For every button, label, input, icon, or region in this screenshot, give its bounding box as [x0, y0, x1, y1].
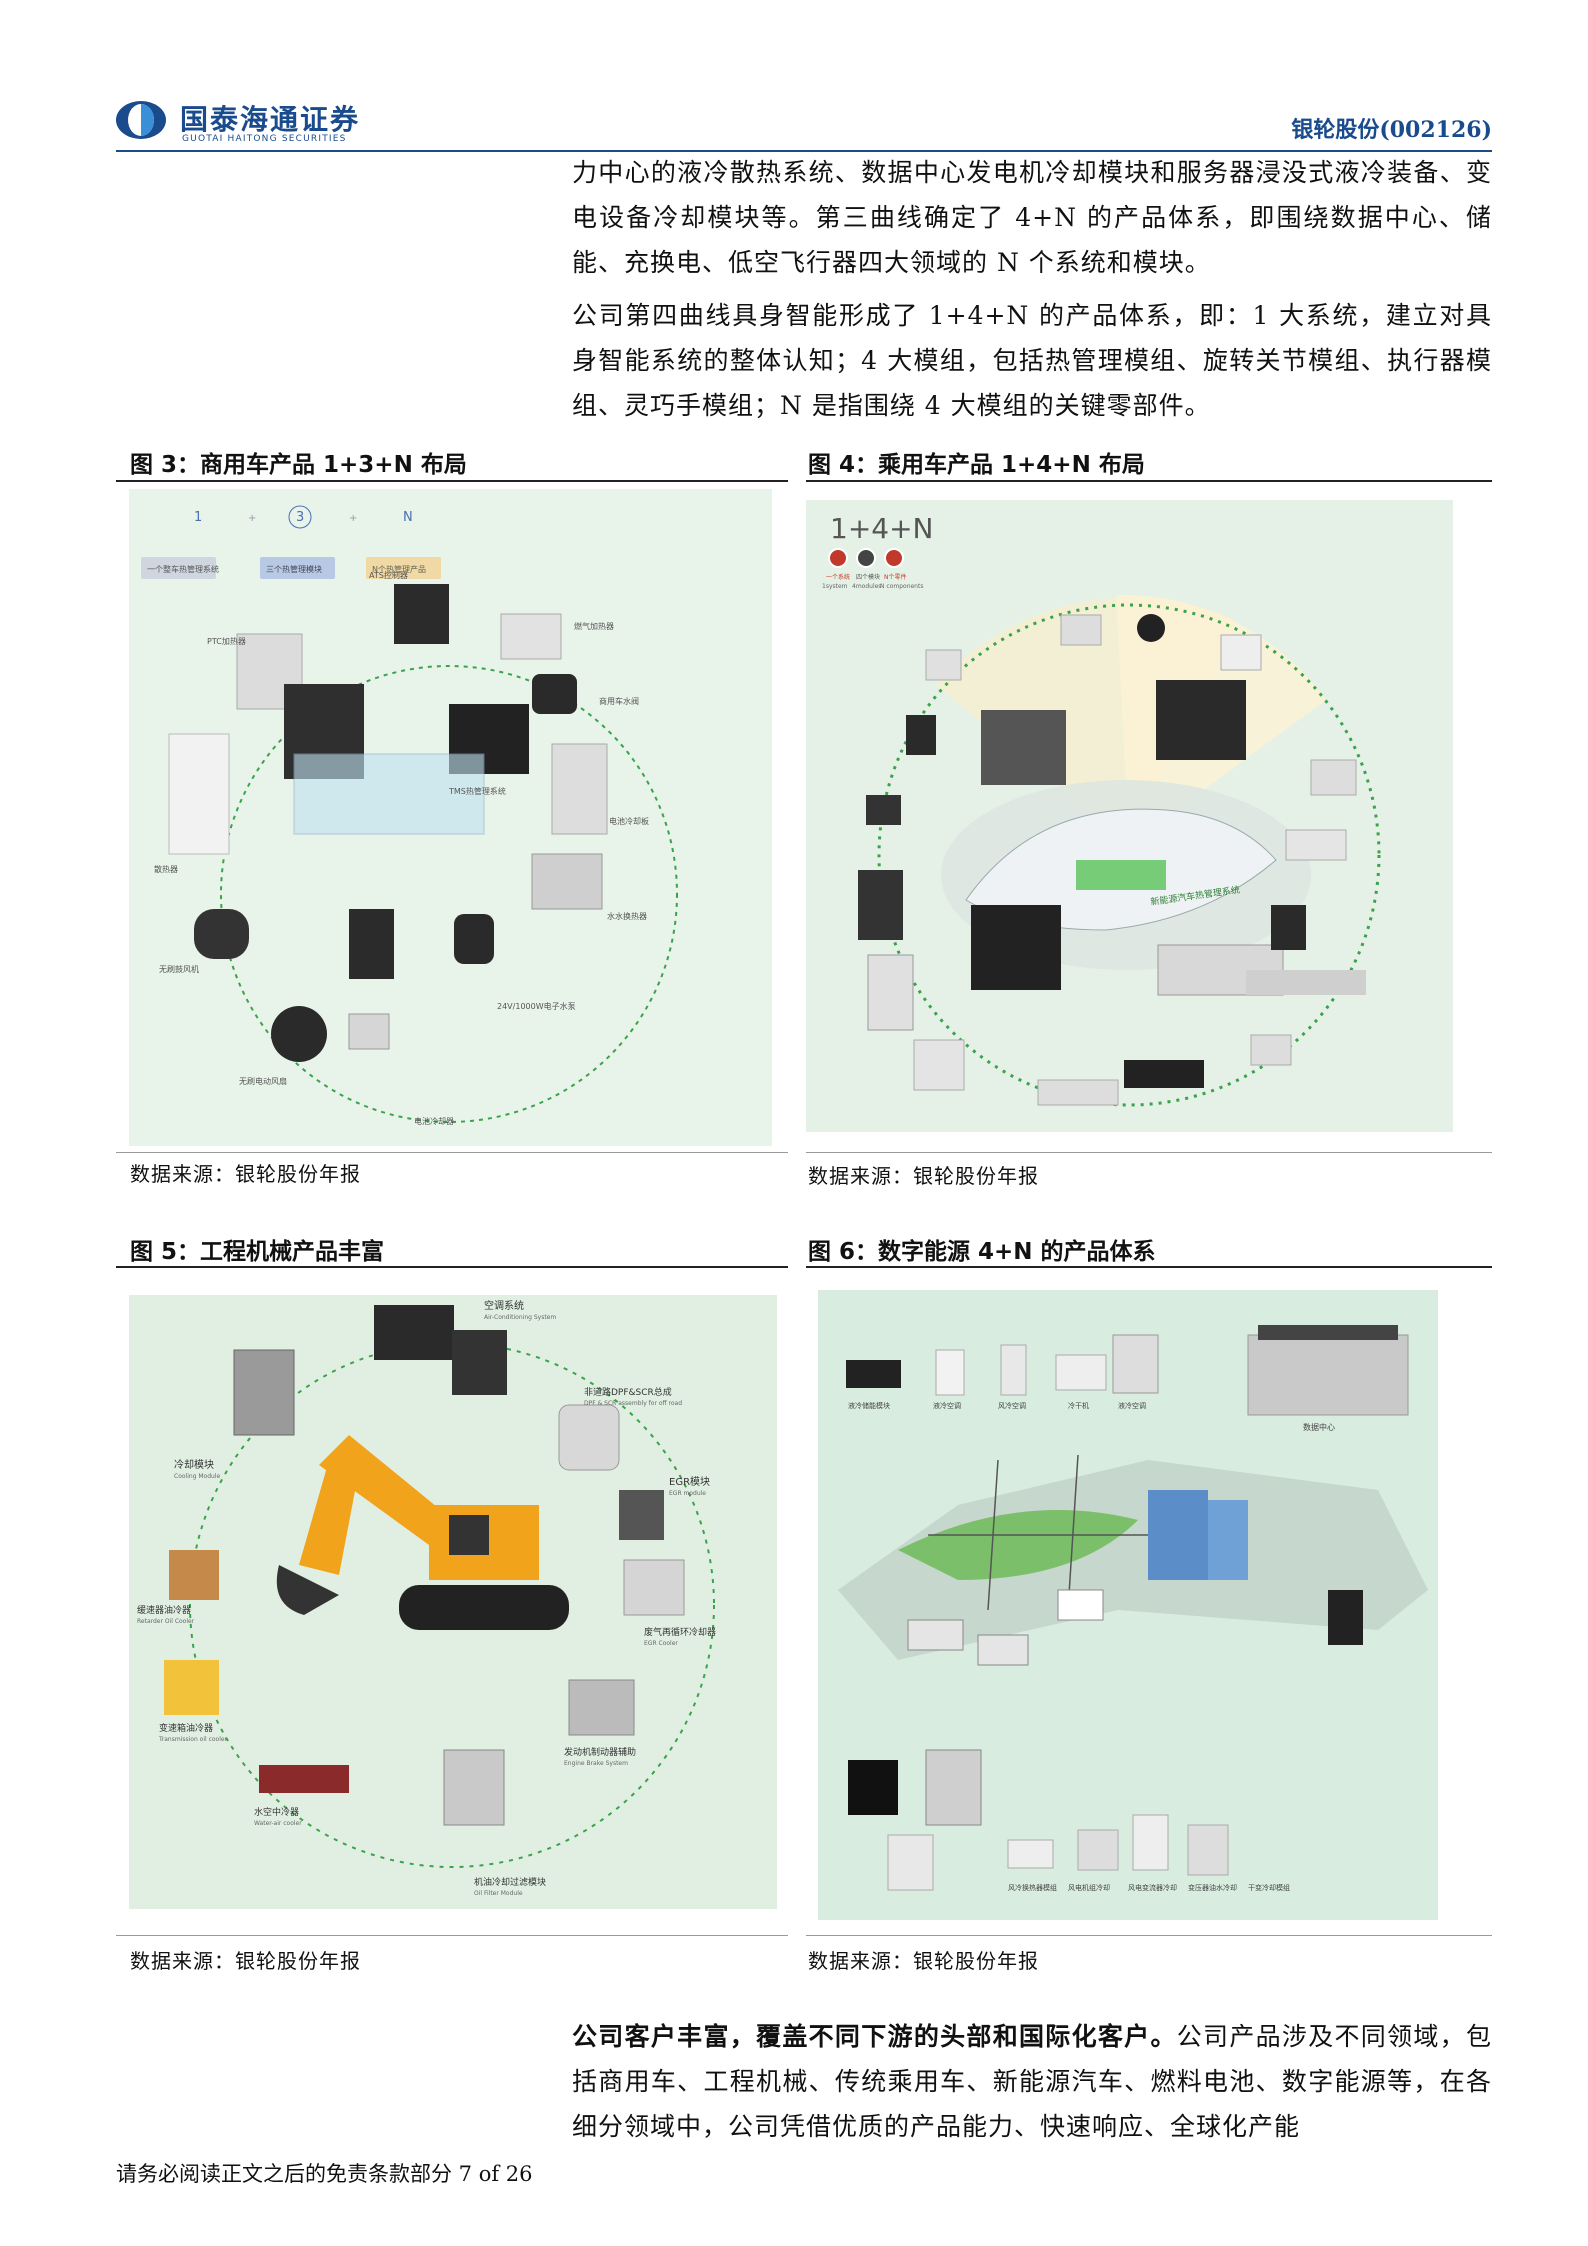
fig6-top-item-4: 冷干机 — [1068, 1401, 1089, 1410]
fig3-tag-modules: 三个热管理模块 — [266, 564, 322, 574]
figure-5-image: 空调系统 Air-Conditioning System 冷却模块 Coolin… — [129, 1295, 777, 1909]
fig5-item-ac-en: Air-Conditioning System — [484, 1314, 556, 1321]
fig5-item-engine-brake: 发动机制动器辅助 — [564, 1746, 636, 1758]
fig5-item-egr-module: EGR模块 — [669, 1476, 710, 1488]
fig4-legend-system: 一个系统 — [826, 573, 850, 581]
fig3-top-label-1: 1 — [194, 510, 202, 525]
fig3-item-ats: ATS控制器 — [369, 570, 408, 580]
header-rule — [116, 150, 1492, 152]
fig6-top-item-5: 液冷空调 — [1118, 1401, 1146, 1410]
company-logo-icon — [116, 101, 166, 139]
fig5-item-egr-module-en: EGR module — [669, 1490, 706, 1497]
figure-6-source: 数据来源：银轮股份年报 — [808, 1949, 1039, 1973]
fig6-top-item-1: 液冷储能模块 — [848, 1401, 890, 1410]
fig3-item-radiator: 散热器 — [154, 864, 178, 874]
fig3-item-ptc: PTC加热器 — [207, 636, 246, 646]
fig3-item-fan: 无刷电动风扇 — [239, 1076, 287, 1086]
fig4-legend-modules-en: 4modules — [852, 583, 881, 590]
fig6-bottom-item-2: 风电机组冷却 — [1068, 1883, 1110, 1892]
fig5-item-dpf-scr: 非道路DPF&SCR总成 — [584, 1386, 672, 1398]
fig3-item-gas-heater: 燃气加热器 — [574, 621, 614, 631]
fig5-item-oil-filter: 机油冷却过滤模块 — [474, 1876, 546, 1888]
fig5-item-retarder-en: Retarder Oil Cooler — [137, 1618, 195, 1625]
fig6-bottom-item-1: 风冷换热器模组 — [1008, 1883, 1057, 1892]
figure-4-source: 数据来源：银轮股份年报 — [808, 1164, 1039, 1188]
figure-4-caption: 图 4：乘用车产品 1+4+N 布局 — [808, 452, 1145, 478]
fig5-item-egr-cooler-en: EGR Cooler — [644, 1640, 678, 1647]
fig3-top-label-plus-1: + — [248, 513, 256, 524]
fig3-item-cooling-plate: 电池冷却板 — [609, 816, 649, 826]
fig6-bottom-item-4: 变压器油水冷却 — [1188, 1883, 1237, 1892]
fig5-item-egr-cooler: 废气再循环冷却器 — [644, 1626, 716, 1638]
fig5-item-water-air-en: Water-air cooler — [254, 1820, 302, 1827]
fig6-top-item-3: 风冷空调 — [998, 1401, 1026, 1410]
company-logo-english: GUOTAI HAITONG SECURITIES — [182, 134, 347, 144]
fig3-tag-system: 一个整车热管理系统 — [147, 564, 219, 574]
figure-6-caption: 图 6：数字能源 4+N 的产品体系 — [808, 1239, 1156, 1265]
fig5-item-cooling-module: 冷却模块 — [174, 1458, 214, 1471]
figure-3-caption: 图 3：商用车产品 1+3+N 布局 — [130, 452, 467, 478]
figure-3-image: 1 + 3 + N 一个整车热管理系统 三个热管理模块 N个热管理产品 ATS控… — [129, 489, 772, 1146]
fig5-item-cooling-module-en: Cooling Module — [174, 1473, 221, 1480]
fig6-datacenter-label: 数据中心 — [1303, 1422, 1335, 1432]
fig3-top-label-3: 3 — [296, 510, 304, 525]
fig5-item-water-air: 水空中冷器 — [254, 1806, 299, 1818]
fig5-item-transmission-en: Transmission oil cooler — [158, 1736, 228, 1743]
paragraph-customers: 公司客户丰富，覆盖不同下游的头部和国际化客户。公司产品涉及不同领域，包括商用车、… — [572, 2014, 1492, 2149]
fig4-legend-system-en: 1system — [822, 583, 848, 590]
fig5-item-transmission: 变速箱油冷器 — [159, 1722, 213, 1734]
fig4-big-label: 1+4+N — [830, 512, 934, 545]
fig5-item-engine-brake-en: Engine Brake System — [564, 1760, 628, 1767]
fig5-item-ac: 空调系统 — [484, 1299, 524, 1312]
fig3-top-label-n: N — [403, 510, 413, 525]
paragraph-customers-body: 公司产品涉及不同领域，包括商用车、工程机械、传统乘用车、新能源汽车、燃料电池、数… — [572, 2022, 1492, 2141]
figure-3-source-rule — [116, 1152, 788, 1153]
paragraph-customers-lead: 公司客户丰富，覆盖不同下游的头部和国际化客户。 — [572, 2022, 1177, 2051]
paragraph-fourth-curve: 公司第四曲线具身智能形成了 1+4+N 的产品体系，即：1 大系统，建立对具身智… — [572, 301, 1492, 420]
fig5-item-dpf-scr-en: DPF & SCR assembly for off road — [584, 1400, 682, 1407]
fig5-item-retarder: 缓速器油冷器 — [137, 1604, 191, 1616]
figure-3-source: 数据来源：银轮股份年报 — [130, 1162, 361, 1186]
fig3-item-water-exchanger: 水水换热器 — [607, 911, 647, 921]
fig4-legend-modules: 四个模块 — [856, 573, 880, 581]
fig3-item-blower: 无刷鼓风机 — [159, 964, 199, 974]
figure-4-image: 1+4+N 一个系统 四个模块 N个零件 1system 4modules N … — [806, 500, 1453, 1132]
figure-6-caption-rule — [806, 1266, 1492, 1268]
fig6-bottom-item-5: 干变冷却模组 — [1248, 1883, 1290, 1892]
figure-5-caption: 图 5：工程机械产品丰富 — [130, 1239, 385, 1265]
figure-4-caption-rule — [806, 480, 1492, 482]
footer-disclaimer: 请务必阅读正文之后的免责条款部分 7 of 26 — [116, 2162, 533, 2186]
stock-name-code: 银轮股份(002126) — [1291, 117, 1492, 143]
figure-6-image: 液冷储能模块 液冷空调 风冷空调 冷干机 液冷空调 数据中心 风冷换热器模组 风… — [818, 1290, 1438, 1920]
fig3-item-pump: 24V/1000W电子水泵 — [497, 1001, 576, 1011]
figure-5-source-rule — [116, 1935, 788, 1936]
fig3-item-chiller: 电池冷却器 — [414, 1116, 454, 1126]
fig6-top-item-2: 液冷空调 — [933, 1401, 961, 1410]
figure-3-caption-rule — [116, 480, 788, 482]
company-logo-text: 国泰海通证券 — [180, 103, 361, 136]
figure-6-source-rule — [806, 1935, 1492, 1936]
figure-4-source-rule — [806, 1152, 1492, 1153]
figure-5-caption-rule — [116, 1266, 788, 1268]
fig3-tag-products: N个热管理产品 — [372, 564, 426, 574]
fig4-legend-components: N个零件 — [884, 573, 907, 581]
fig3-top-label-plus-2: + — [349, 513, 357, 524]
figure-5-source: 数据来源：银轮股份年报 — [130, 1949, 361, 1973]
fig3-item-tms: TMS热管理系统 — [448, 786, 506, 796]
paragraph-third-curve: 力中心的液冷散热系统、数据中心发电机冷却模块和服务器浸没式液冷装备、变电设备冷却… — [572, 158, 1492, 277]
fig4-legend-components-en: N components — [880, 583, 923, 590]
fig6-bottom-item-3: 风电变流器冷却 — [1128, 1883, 1177, 1892]
fig3-item-water-valve: 商用车水阀 — [599, 696, 639, 706]
fig5-item-oil-filter-en: Oil Filter Module — [474, 1890, 523, 1897]
